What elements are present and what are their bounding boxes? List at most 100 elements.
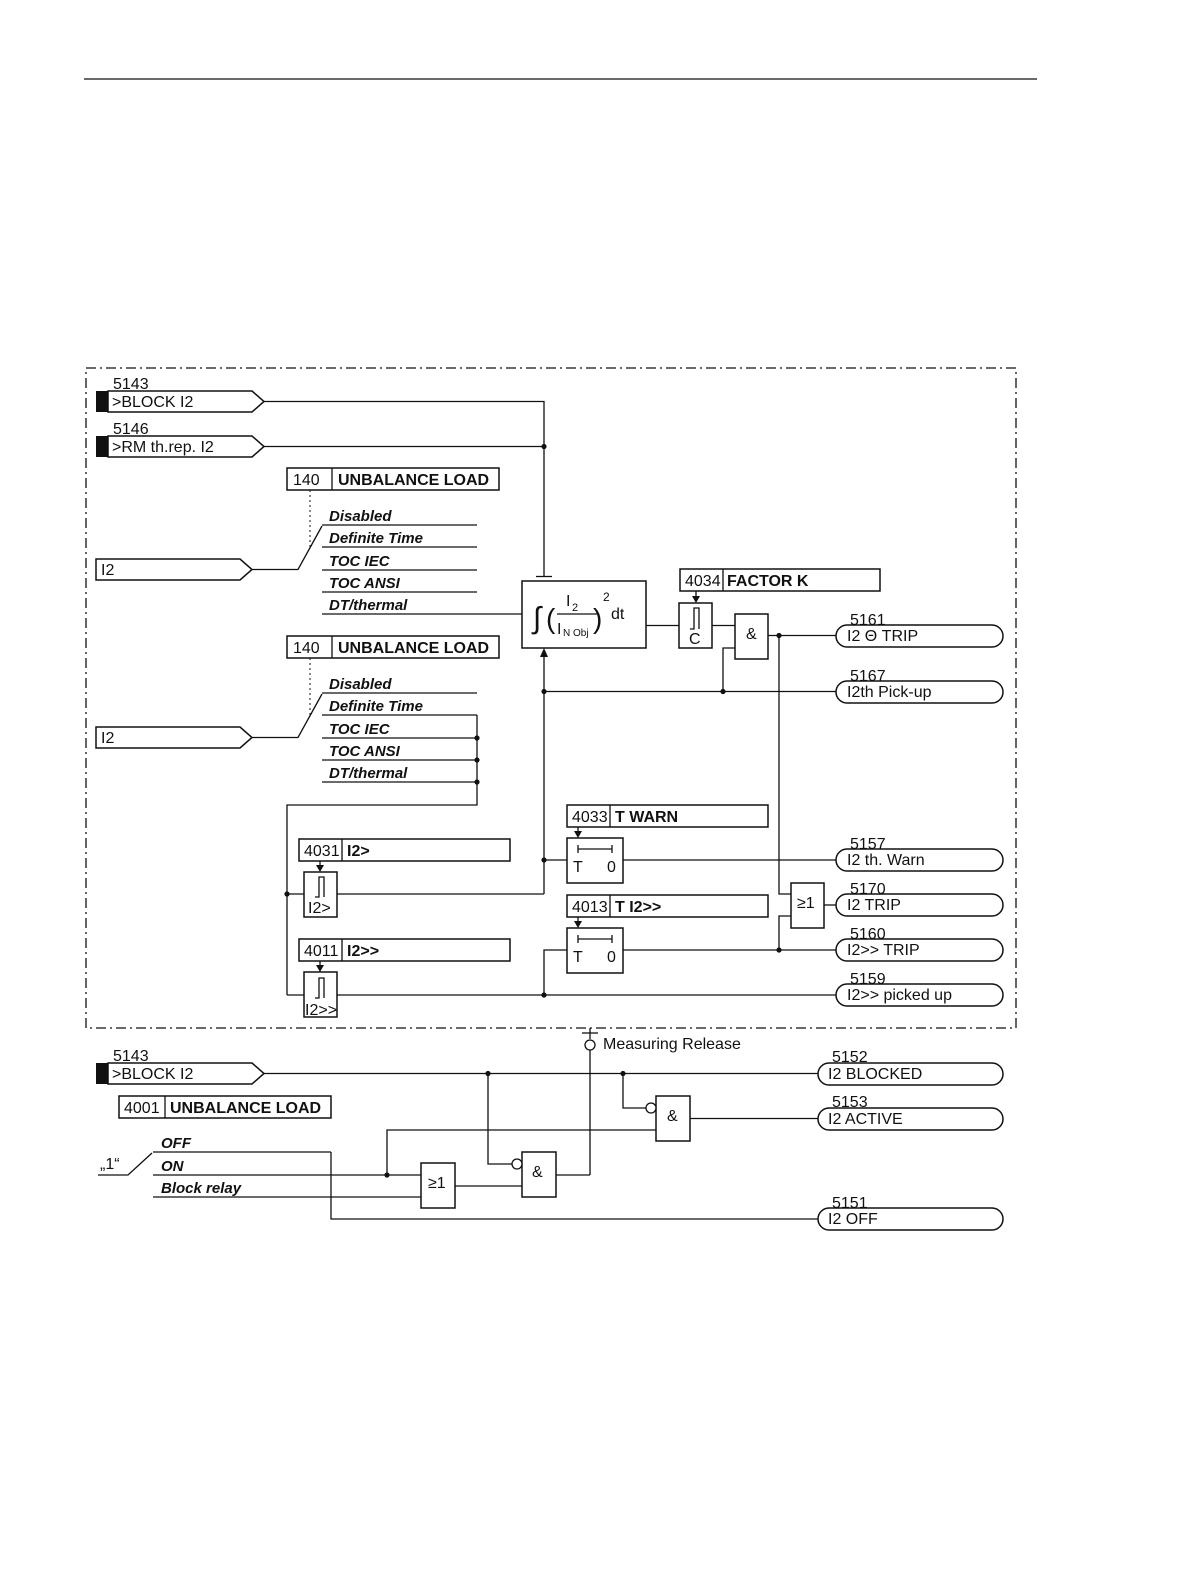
option-disabled: Disabled	[329, 508, 392, 525]
svg-text:∫: ∫	[531, 602, 543, 635]
integral-denominator: I	[557, 621, 561, 638]
input-label: >RM th.rep. I2	[112, 439, 214, 456]
integral-numerator: I	[566, 593, 570, 610]
threshold-label: I2>>	[305, 1002, 337, 1019]
gate-label: ≥1	[428, 1175, 446, 1192]
option-block-relay: Block relay	[161, 1180, 242, 1197]
threshold-label: I2>	[308, 900, 331, 917]
option-definite-time: Definite Time	[329, 530, 423, 547]
param-4013: 4013 T I2>>	[566, 894, 769, 918]
options-b: Disabled Definite Time TOC IEC TOC ANSI …	[322, 676, 477, 783]
option-disabled: Disabled	[329, 676, 392, 693]
param-number: 4013	[572, 899, 608, 916]
param-number: 4011	[304, 943, 339, 960]
output-5152: 5152 I2 BLOCKED	[817, 1049, 1004, 1086]
gate-label: &	[532, 1164, 543, 1181]
timer-t: T	[573, 859, 583, 876]
output-label: I2>> picked up	[847, 987, 952, 1004]
param-number: 4031	[304, 843, 340, 860]
param-4011: 4011 I2>>	[298, 938, 511, 962]
input-rm-threp: 5146 >RM th.rep. I2	[96, 421, 266, 458]
svg-text:(: (	[546, 603, 556, 634]
integral-numerator-sub: 2	[572, 602, 578, 614]
switch-b	[252, 693, 323, 739]
param-number: 140	[293, 472, 320, 489]
threshold-i2-block: I2>	[303, 871, 338, 918]
integral-denominator-sub: N Obj	[563, 628, 589, 639]
param-number: 140	[293, 640, 320, 657]
output-label: I2th Pick-up	[847, 684, 932, 701]
switch-a	[252, 525, 323, 571]
input-label: >BLOCK I2	[112, 1066, 193, 1083]
option-off: OFF	[161, 1135, 192, 1152]
option-definite-time: Definite Time	[329, 698, 423, 715]
output-5159: 5159 I2>> picked up	[835, 971, 1004, 1007]
option-toc-iec: TOC IEC	[329, 721, 391, 738]
option-dt-thermal: DT/thermal	[329, 597, 408, 614]
output-5170: 5170 I2 TRIP	[835, 881, 1004, 917]
integral-exponent: 2	[603, 590, 610, 604]
integral-dt: dt	[611, 606, 625, 623]
input-label: >BLOCK I2	[112, 394, 193, 411]
and-gate-release: &	[521, 1151, 557, 1198]
output-5157: 5157 I2 th. Warn	[835, 836, 1004, 872]
param-140-b: 140 UNBALANCE LOAD	[286, 635, 500, 659]
param-4001: 4001 UNBALANCE LOAD	[118, 1095, 332, 1119]
param-label: I2>	[347, 843, 370, 860]
param-label: I2>>	[347, 943, 379, 960]
output-5160: 5160 I2>> TRIP	[835, 926, 1004, 962]
timer-zero: 0	[607, 949, 616, 966]
input-label: I2	[101, 730, 114, 747]
or-gate-trip: ≥1	[790, 882, 825, 929]
output-label: I2 BLOCKED	[828, 1066, 922, 1083]
measuring-release: Measuring Release	[582, 1028, 741, 1175]
measuring-release-label: Measuring Release	[603, 1036, 741, 1053]
option-toc-ansi: TOC ANSI	[329, 743, 401, 760]
integral-block: ∫ ( I 2 I N Obj ) 2 dt	[521, 580, 647, 649]
input-i2-a: I2	[95, 558, 254, 581]
output-label: I2>> TRIP	[847, 942, 920, 959]
option-dt-thermal: DT/thermal	[329, 765, 408, 782]
output-label: I2 ACTIVE	[828, 1111, 903, 1128]
gate-label: &	[667, 1108, 678, 1125]
param-4031: 4031 I2>	[298, 838, 511, 862]
and-gate-trip: &	[734, 613, 769, 660]
options-a: Disabled Definite Time TOC IEC TOC ANSI …	[322, 508, 522, 615]
param-number: 4034	[685, 573, 721, 590]
param-label: UNBALANCE LOAD	[338, 640, 489, 657]
timer-warn-block: T 0	[566, 837, 624, 884]
param-number: 4001	[124, 1100, 160, 1117]
param-label: FACTOR K	[727, 573, 809, 590]
option-on: ON	[161, 1158, 185, 1175]
output-number: 5153	[832, 1094, 868, 1111]
param-number: 4033	[572, 809, 608, 826]
input-number: 5146	[113, 421, 149, 438]
gate-label: ≥1	[797, 895, 815, 912]
timer-t: T	[573, 949, 583, 966]
output-label: I2 th. Warn	[847, 852, 925, 869]
param-4034: 4034 FACTOR K	[679, 568, 881, 592]
option-toc-iec: TOC IEC	[329, 553, 391, 570]
output-5153: 5153 I2 ACTIVE	[817, 1094, 1004, 1131]
const-one-label: „1“	[100, 1156, 120, 1173]
input-number: 5143	[113, 376, 149, 393]
param-label: UNBALANCE LOAD	[338, 472, 489, 489]
output-label: I2 Θ TRIP	[847, 628, 918, 645]
svg-text:): )	[593, 603, 602, 634]
param-140-a: 140 UNBALANCE LOAD	[286, 467, 500, 491]
input-i2-b: I2	[95, 726, 254, 749]
option-toc-ansi: TOC ANSI	[329, 575, 401, 592]
threshold-c-block: C	[678, 602, 713, 649]
param-label: T WARN	[615, 809, 678, 826]
output-5151: 5151 I2 OFF	[817, 1195, 1004, 1231]
input-block-i2-bottom: 5143 >BLOCK I2	[96, 1048, 266, 1085]
options-c: OFF ON Block relay	[153, 1135, 421, 1198]
output-label: I2 TRIP	[847, 897, 901, 914]
output-label: I2 OFF	[828, 1211, 878, 1228]
input-number: 5143	[113, 1048, 149, 1065]
timer-zero: 0	[607, 859, 616, 876]
output-5161: 5161 I2 Θ TRIP	[835, 612, 1004, 648]
param-label: T I2>>	[615, 899, 661, 916]
threshold-label: C	[689, 631, 701, 648]
